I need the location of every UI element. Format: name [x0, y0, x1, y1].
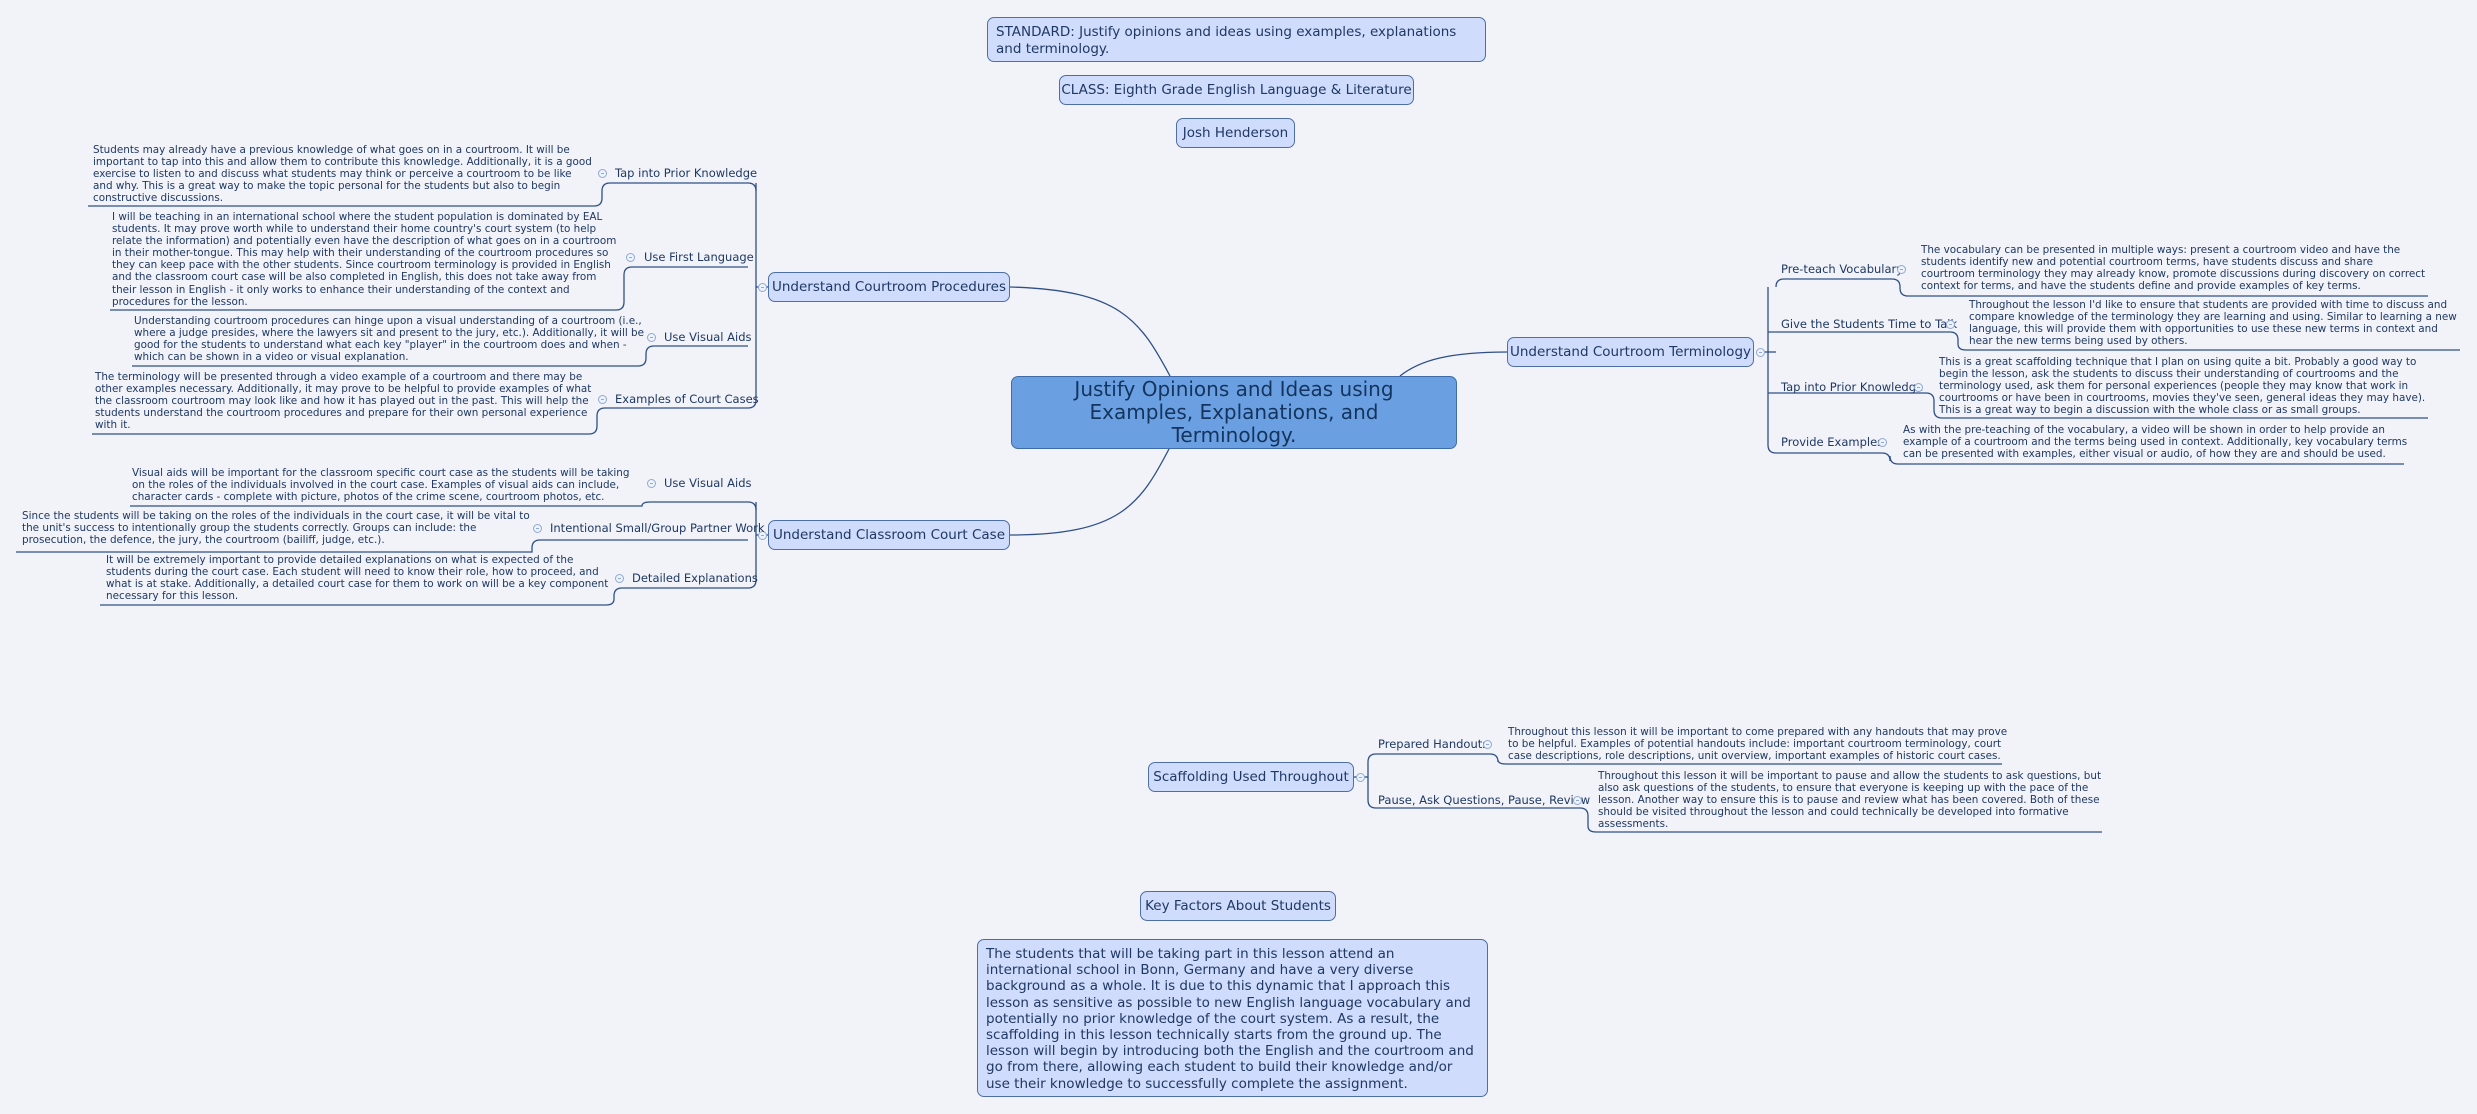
note-use-visual-aids: Understanding courtroom procedures can h… — [134, 315, 645, 364]
key-factors-text: The students that will be taking part in… — [986, 946, 1474, 1092]
note-pre-teach-vocabulary: The vocabulary can be presented in multi… — [1921, 244, 2426, 293]
collapse-toggle-icon[interactable] — [1946, 320, 1955, 329]
collapse-toggle-icon[interactable] — [1483, 740, 1492, 749]
branch-classroom-court-case[interactable]: Understand Classroom Court Case — [768, 520, 1010, 550]
standard-box[interactable]: STANDARD: Justify opinions and ideas usi… — [987, 17, 1486, 62]
note-court-visual-aids: Visual aids will be important for the cl… — [132, 467, 630, 504]
class-text: CLASS: Eighth Grade English Language & L… — [1061, 81, 1412, 98]
collapse-toggle-icon[interactable] — [1914, 383, 1923, 392]
subtopic-detailed-explanations[interactable]: Detailed Explanations — [632, 571, 758, 585]
branch-scaffolding[interactable]: Scaffolding Used Throughout — [1148, 762, 1354, 792]
subtopic-tap-prior-knowledge[interactable]: Tap into Prior Knowledge — [615, 166, 758, 180]
central-topic-text: Justify Opinions and Ideas using Example… — [1074, 377, 1394, 447]
branch-title: Key Factors About Students — [1145, 897, 1331, 914]
note-pause-review: Throughout this lesson it will be import… — [1598, 770, 2102, 831]
standard-text: STANDARD: Justify opinions and ideas usi… — [996, 24, 1457, 57]
subtopic-examples-court-cases[interactable]: Examples of Court Cases — [615, 392, 759, 406]
collapse-toggle-icon[interactable] — [647, 333, 656, 342]
branch-courtroom-procedures[interactable]: Understand Courtroom Procedures — [768, 272, 1010, 302]
subtopic-small-group-work[interactable]: Intentional Small/Group Partner Work — [550, 521, 765, 535]
branch-title: Scaffolding Used Throughout — [1153, 768, 1349, 785]
subtopic-prepared-handouts[interactable]: Prepared Handouts — [1378, 737, 1489, 751]
branch-title: Understand Courtroom Terminology — [1509, 343, 1752, 360]
author-box[interactable]: Josh Henderson — [1176, 118, 1295, 148]
note-provide-examples: As with the pre-teaching of the vocabula… — [1903, 424, 2408, 461]
collapse-toggle-icon[interactable] — [598, 169, 607, 178]
subtopic-pause-review[interactable]: Pause, Ask Questions, Pause, Review — [1378, 793, 1591, 807]
note-small-group-work: Since the students will be taking on the… — [22, 510, 530, 547]
branch-title: Understand Classroom Court Case — [772, 526, 1006, 543]
collapse-toggle-icon[interactable] — [1897, 265, 1906, 274]
collapse-toggle-icon[interactable] — [626, 253, 635, 262]
collapse-toggle-icon[interactable] — [758, 283, 767, 292]
subtopic-time-to-talk[interactable]: Give the Students Time to Talk — [1781, 317, 1958, 331]
subtopic-pre-teach-vocabulary[interactable]: Pre-teach Vocabulary — [1781, 262, 1904, 276]
collapse-toggle-icon[interactable] — [758, 531, 767, 540]
note-time-to-talk: Throughout the lesson I'd like to ensure… — [1969, 299, 2457, 348]
subtopic-use-visual-aids[interactable]: Use Visual Aids — [664, 330, 752, 344]
note-examples-court-cases: The terminology will be presented throug… — [95, 371, 592, 432]
branch-key-factors[interactable]: Key Factors About Students — [1140, 891, 1336, 921]
subtopic-provide-examples[interactable]: Provide Examples — [1781, 435, 1884, 449]
note-tap-prior-knowledge: Students may already have a previous kno… — [93, 144, 592, 205]
collapse-toggle-icon[interactable] — [598, 395, 607, 404]
subtopic-court-visual-aids[interactable]: Use Visual Aids — [664, 476, 752, 490]
note-use-first-language: I will be teaching in an international s… — [112, 211, 617, 308]
branch-title: Understand Courtroom Procedures — [771, 278, 1007, 295]
note-detailed-explanations: It will be extremely important to provid… — [106, 554, 609, 603]
note-prepared-handouts: Throughout this lesson it will be import… — [1508, 726, 2008, 763]
key-factors-box[interactable]: The students that will be taking part in… — [977, 939, 1488, 1097]
note-terminology-prior-knowledge: This is a great scaffolding technique th… — [1939, 356, 2426, 417]
collapse-toggle-icon[interactable] — [1573, 796, 1582, 805]
subtopic-use-first-language[interactable]: Use First Language — [644, 250, 754, 264]
class-box[interactable]: CLASS: Eighth Grade English Language & L… — [1059, 75, 1414, 105]
collapse-toggle-icon[interactable] — [533, 524, 542, 533]
central-topic[interactable]: Justify Opinions and Ideas using Example… — [1011, 376, 1457, 449]
collapse-toggle-icon[interactable] — [647, 479, 656, 488]
subtopic-terminology-prior-knowledge[interactable]: Tap into Prior Knowledge — [1781, 380, 1924, 394]
collapse-toggle-icon[interactable] — [1878, 438, 1887, 447]
collapse-toggle-icon[interactable] — [1756, 348, 1765, 357]
branch-courtroom-terminology[interactable]: Understand Courtroom Terminology — [1507, 337, 1754, 367]
author-text: Josh Henderson — [1182, 124, 1289, 141]
collapse-toggle-icon[interactable] — [1356, 773, 1365, 782]
collapse-toggle-icon[interactable] — [615, 574, 624, 583]
